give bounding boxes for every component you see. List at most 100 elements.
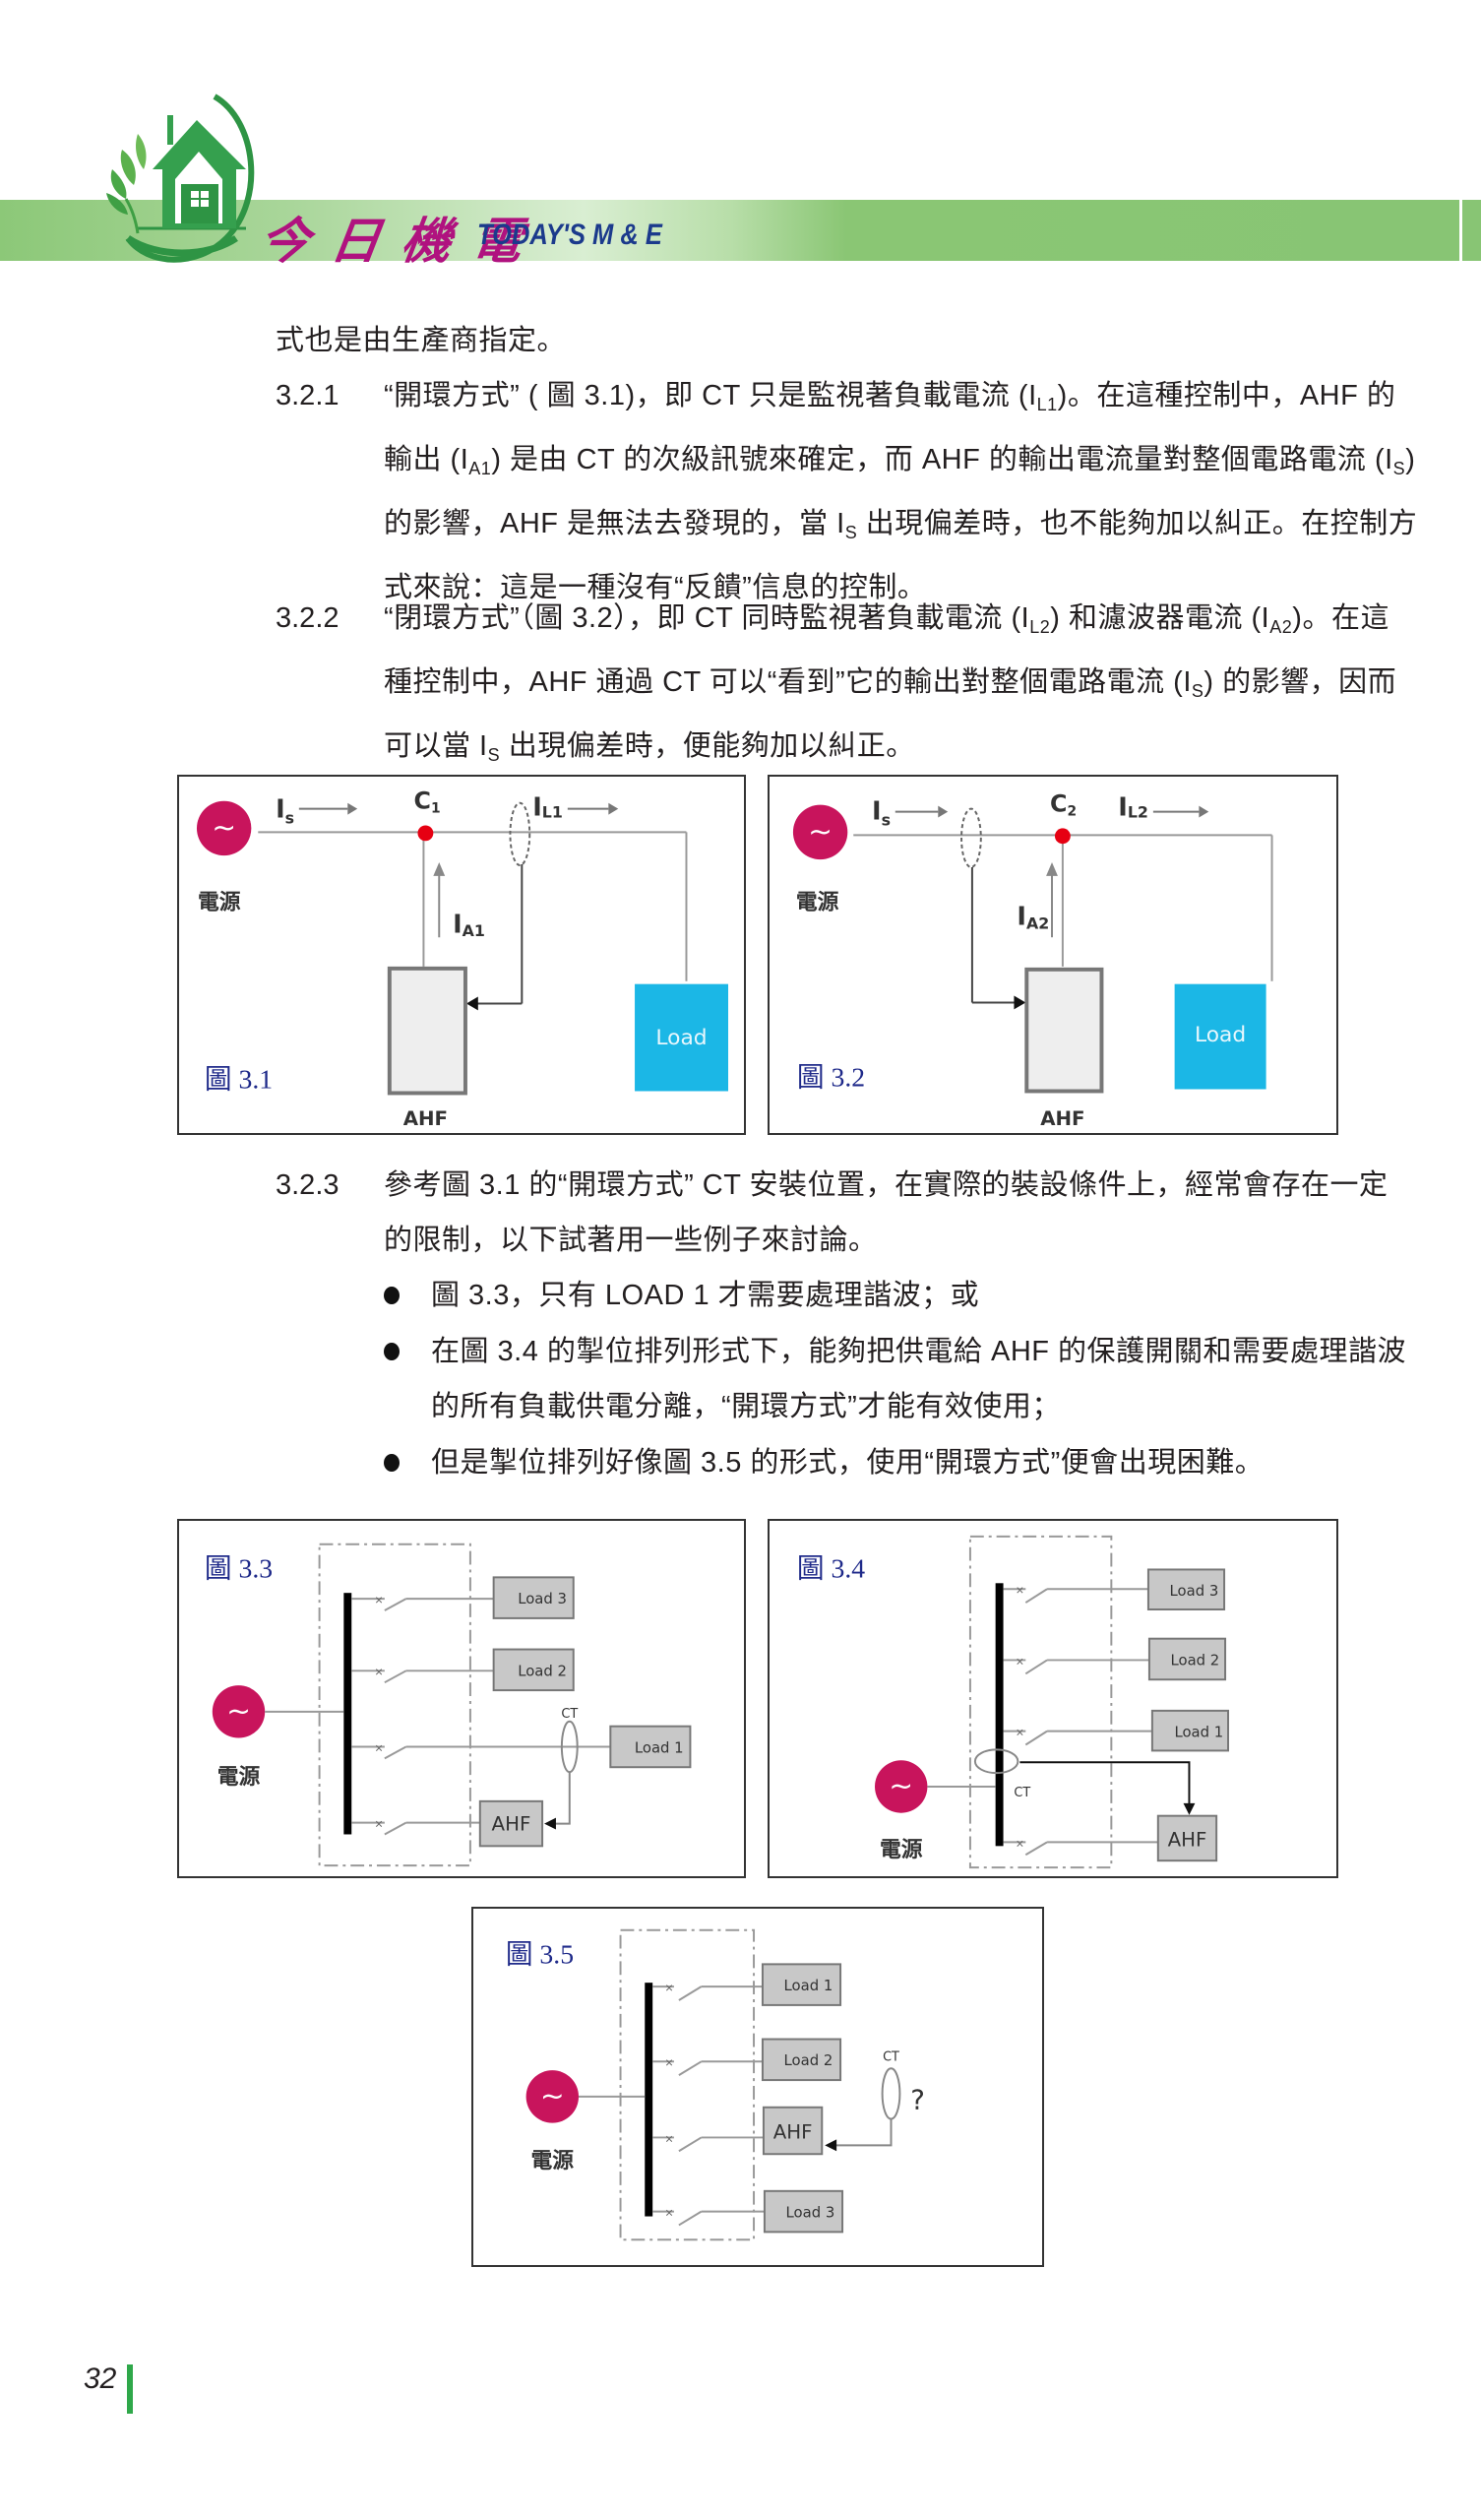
svg-text:Load 2: Load 2	[518, 1663, 567, 1679]
svg-text:Load 3: Load 3	[518, 1591, 567, 1607]
branch-row: × AHF	[652, 2106, 824, 2156]
svg-text:×: ×	[665, 2205, 673, 2221]
question-mark: ?	[910, 2084, 925, 2116]
section-number: 3.2.1	[276, 380, 339, 411]
figure-label: 圖 3.3	[205, 1552, 273, 1583]
svg-text:AHF: AHF	[492, 1813, 531, 1836]
svg-text:Load 3: Load 3	[786, 2205, 835, 2222]
intro-line: 式也是由生產商指定。	[276, 325, 567, 356]
load-box	[635, 983, 729, 1092]
branch-row: × Load 1	[1003, 1709, 1230, 1752]
ct-label: CT	[883, 2049, 899, 2064]
section-3-2-1-text: “開環方式” ( 圖 3.1)，即 CT 只是監視著負載電流 (IL1)。在這種…	[384, 368, 1418, 615]
ac-source-icon	[792, 804, 848, 860]
arrowhead-icon	[433, 862, 446, 876]
bullet-icon	[384, 1343, 400, 1360]
figure-3-2-closed-loop: ~ 電源 Is C2 IL2 IA2 AHF Load 圖 3.2	[768, 775, 1338, 1135]
tilde-glyph: ~	[808, 813, 833, 848]
figure-label: 圖 3.2	[797, 1062, 865, 1093]
ahf-label: AHF	[403, 1107, 448, 1130]
bullet-item: 但是掣位排列好像圖 3.5 的形式，使用“開環方式”便會出現困難。	[431, 1435, 1264, 1490]
page-number: 32	[84, 2362, 117, 2395]
branch-row: × Load 3	[652, 2189, 844, 2234]
figure-3-4: 圖 3.4 ~ 電源 CT × Load 3 × Load 2 × Load 1	[768, 1519, 1338, 1878]
switchboard-enclosure	[619, 1928, 756, 2241]
section-3-2-3-text: 參考圖 3.1 的“開環方式” CT 安裝位置，在實際的裝設條件上，經常會存在一…	[384, 1158, 1388, 1268]
ct-ring-icon	[881, 2067, 901, 2120]
text-line: 的所有負載供電分離，“開環方式”才能有效使用；	[431, 1391, 1061, 1422]
svg-text:AHF: AHF	[1168, 1828, 1207, 1851]
branch-row: × AHF	[351, 1799, 544, 1848]
node-c2	[1054, 828, 1071, 845]
arrowhead-icon	[347, 802, 358, 815]
ct-label: CT	[1014, 1786, 1030, 1800]
text-line: 圖 3.3，只有 LOAD 1 才需要處理諧波；或	[431, 1280, 980, 1311]
svg-text:~: ~	[226, 1693, 251, 1728]
text-line: 式來說：這是一種沒有“反饋”信息的控制。	[384, 572, 927, 603]
svg-text:×: ×	[1016, 1835, 1023, 1851]
figure-label: 圖 3.4	[797, 1552, 865, 1583]
tilde-glyph: ~	[212, 809, 236, 844]
closed-loop-diagram: ~ 電源 Is C2 IL2 IA2 AHF Load 圖 3.2	[792, 790, 1273, 1130]
text-line: 可以當 IS 出現偏差時，便能夠加以糾正。	[384, 730, 915, 765]
text-line: 的影響，AHF 是無法去發現的，當 IS 出現偏差時，也不能夠加以糾正。在控制方	[384, 508, 1418, 542]
svg-text:Load 1: Load 1	[784, 1978, 833, 1994]
ct-ring-icon	[973, 1748, 1019, 1775]
house-leaf-logo-icon	[106, 94, 255, 263]
section-number: 3.2.2	[276, 602, 339, 634]
text-line: 參考圖 3.1 的“開環方式” CT 安裝位置，在實際的裝設條件上，經常會存在一…	[384, 1169, 1388, 1201]
svg-text:×: ×	[375, 1816, 383, 1832]
svg-text:×: ×	[375, 1592, 383, 1607]
current-il1-label: IL1	[532, 793, 563, 823]
text-line: “閉環方式”（圖 3.2），即 CT 同時監視著負載電流 (IL2) 和濾波器電…	[384, 602, 1389, 637]
arrowhead-icon	[1014, 995, 1026, 1010]
ahf-box	[1024, 967, 1104, 1094]
arrowhead-icon	[544, 1817, 556, 1830]
arrowhead-icon	[825, 2139, 837, 2152]
ac-source-icon	[525, 2070, 580, 2123]
svg-text:Load 1: Load 1	[1174, 1725, 1223, 1741]
current-ia1-label: IA1	[453, 910, 485, 940]
branch-row: × Load 1	[652, 1963, 842, 2006]
open-loop-diagram: ~ 電源 Is C1 IL1 IA1 AHF Load 圖 3.1	[196, 788, 729, 1130]
current-is-label: Is	[276, 795, 294, 828]
svg-text:Load 1: Load 1	[635, 1739, 684, 1756]
figure-3-5: 圖 3.5 ~ 電源 × Load 1 × Load 2 × AHF ×	[471, 1907, 1044, 2267]
busbar	[995, 1583, 1004, 1847]
arrowhead-icon	[1046, 862, 1058, 876]
node-c2-label: C2	[1050, 790, 1077, 820]
branch-row: × Load 2	[351, 1648, 575, 1692]
switchboard-enclosure	[318, 1543, 471, 1867]
section-number: 3.2.3	[276, 1169, 339, 1201]
switchboard-enclosure	[968, 1535, 1113, 1869]
branch-row: × AHF	[1003, 1814, 1218, 1862]
svg-text:×: ×	[665, 2054, 673, 2070]
branch-row: × Load 1	[351, 1725, 692, 1769]
ct-ring-icon	[509, 801, 531, 866]
svg-text:~: ~	[540, 2078, 565, 2112]
text-line: 輸出 (IA1) 是由 CT 的次級訊號來確定，而 AHF 的輸出電流量對整個電…	[384, 444, 1416, 478]
source-label: 電源	[217, 1765, 261, 1790]
ac-source-icon	[196, 800, 252, 856]
svg-text:×: ×	[665, 2130, 673, 2146]
branch-row: × Load 3	[1003, 1568, 1226, 1610]
text-line: 但是掣位排列好像圖 3.5 的形式，使用“開環方式”便會出現困難。	[431, 1447, 1265, 1479]
svg-text:×: ×	[1016, 1582, 1023, 1598]
section-3-2-2-text: “閉環方式”（圖 3.2），即 CT 同時監視著負載電流 (IL2) 和濾波器電…	[384, 591, 1396, 783]
arrowhead-icon	[465, 996, 478, 1011]
text-line: 在圖 3.4 的掣位排列形式下，能夠把供電給 AHF 的保護開關和需要處理諧波	[431, 1336, 1407, 1367]
svg-text:×: ×	[375, 1739, 383, 1755]
figure-3-3: 圖 3.3 ~ 電源 × Load 3 × Load 2 × Load 1 ×	[177, 1519, 746, 1878]
svg-text:×: ×	[1016, 1653, 1023, 1669]
load-label: Load	[1195, 1023, 1246, 1047]
bullet-item: 在圖 3.4 的掣位排列形式下，能夠把供電給 AHF 的保護開關和需要處理諧波的…	[431, 1324, 1406, 1434]
svg-text:~: ~	[889, 1768, 913, 1802]
bullet-icon	[384, 1454, 400, 1472]
svg-text:Load 2: Load 2	[784, 2052, 833, 2069]
branch-row: × Load 2	[1003, 1637, 1227, 1681]
ahf-label: AHF	[1040, 1107, 1084, 1130]
branch-row: × Load 2	[652, 2038, 842, 2082]
source-label: 電源	[198, 891, 241, 915]
svg-text:Load 2: Load 2	[1171, 1652, 1220, 1669]
magazine-subtitle: TODAY'S M & E	[477, 219, 662, 251]
